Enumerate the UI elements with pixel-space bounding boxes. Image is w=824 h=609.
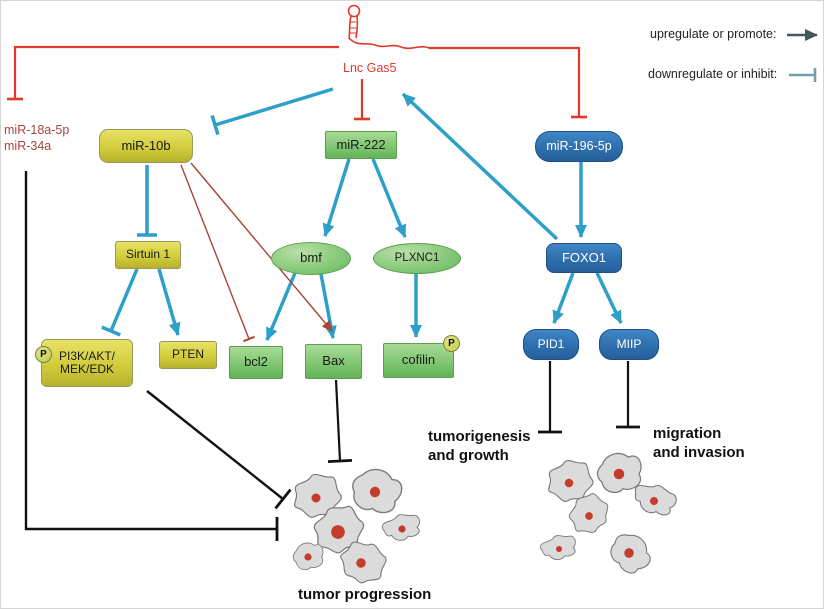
lnc-gas5-label: Lnc Gas5	[343, 61, 397, 75]
migration-label: migration and invasion	[653, 425, 745, 461]
edge-foxo1-gas5	[401, 92, 559, 241]
node-pten: PTEN	[159, 341, 217, 369]
edge-pten-tumor	[146, 390, 292, 510]
node-mir-222: miR-222	[325, 131, 397, 159]
legend-inhibit-label: downregulate or inhibit:	[648, 67, 778, 81]
node-bax: Bax	[305, 344, 362, 379]
tumor-progression-label: tumor progression	[298, 586, 432, 603]
node-sirtuin-1: Sirtuin 1	[115, 241, 181, 269]
edge-mir222-plxnc1	[371, 158, 407, 238]
edge-bmf-bax	[319, 273, 337, 339]
node-foxo1: FOXO1	[546, 243, 622, 273]
edge-foxo1-pid1	[552, 272, 575, 324]
edge-mir18a-tumor	[24, 171, 279, 541]
tumor-cell-cluster-right	[540, 452, 680, 580]
node-pi3k-akt-mek-edk: P PI3K/AKT/ MEK/EDK	[35, 339, 133, 387]
tumor-cell-cluster-center	[292, 460, 420, 594]
node-pid1: PID1	[523, 329, 579, 360]
edge-sirtuin1-pi3k	[101, 268, 139, 337]
edge-gas5-mir18a	[7, 45, 339, 101]
mir18a-mir34a-label: miR-18a-5p miR-34a	[4, 123, 69, 154]
phospho-badge-cofilin: P	[443, 335, 460, 352]
cofilin-label: cofilin	[401, 352, 436, 368]
lnc-gas5-hairpin-icon	[347, 4, 430, 50]
node-mir-196-5p: miR-196-5p	[535, 131, 623, 162]
edge-bmf-bcl2	[265, 272, 297, 341]
edge-mir222-bmf	[322, 158, 351, 237]
node-cofilin: P cofilin	[383, 335, 460, 378]
edge-gas5-mir196	[429, 46, 587, 119]
pi3k-label-line1: PI3K/AKT/	[58, 348, 116, 363]
node-bmf: bmf	[271, 242, 351, 275]
node-miip: MIIP	[599, 329, 659, 360]
mir18a-label: miR-18a-5p	[4, 123, 70, 137]
node-bcl2: bcl2	[229, 346, 283, 379]
edge-mir10b-bax	[190, 162, 333, 332]
mir34a-label: miR-34a	[4, 138, 52, 153]
legend-promote-label: upregulate or promote:	[650, 27, 777, 41]
node-plxnc1: PLXNC1	[373, 243, 461, 274]
edge-foxo1-miip	[595, 272, 623, 324]
pi3k-label-line2: MEK/EDK	[59, 362, 114, 376]
edge-gas5-mir10b	[210, 87, 334, 136]
phospho-badge-pi3k: P	[35, 346, 52, 363]
tumorigenesis-label: tumorigenesis and growth	[428, 428, 531, 464]
edge-sirtuin1-pten	[157, 268, 181, 336]
node-mir-10b: miR-10b	[99, 129, 193, 163]
edge-bax-tumor	[327, 379, 353, 463]
edge-mir10b-bcl2	[180, 164, 255, 343]
